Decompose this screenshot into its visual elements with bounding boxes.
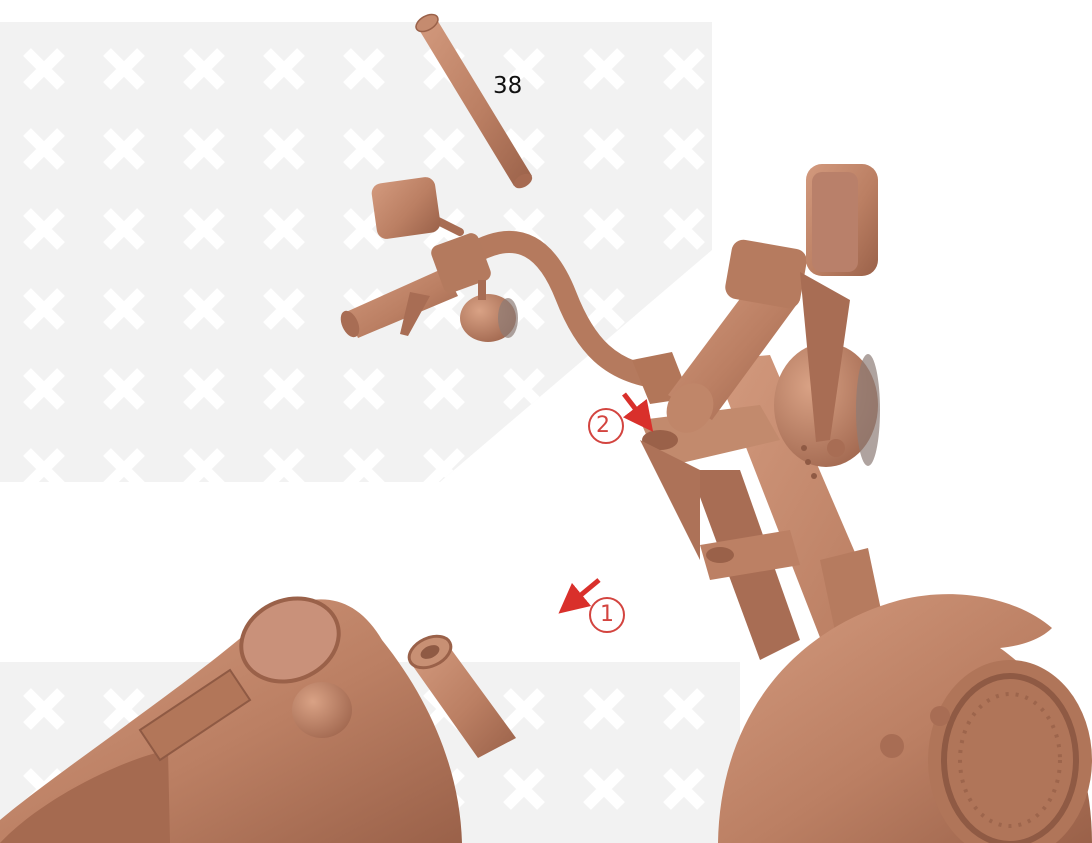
part-number-label: 38 xyxy=(493,73,522,99)
step-2-number: 2 xyxy=(588,411,618,441)
step-1-number: 1 xyxy=(592,600,622,630)
